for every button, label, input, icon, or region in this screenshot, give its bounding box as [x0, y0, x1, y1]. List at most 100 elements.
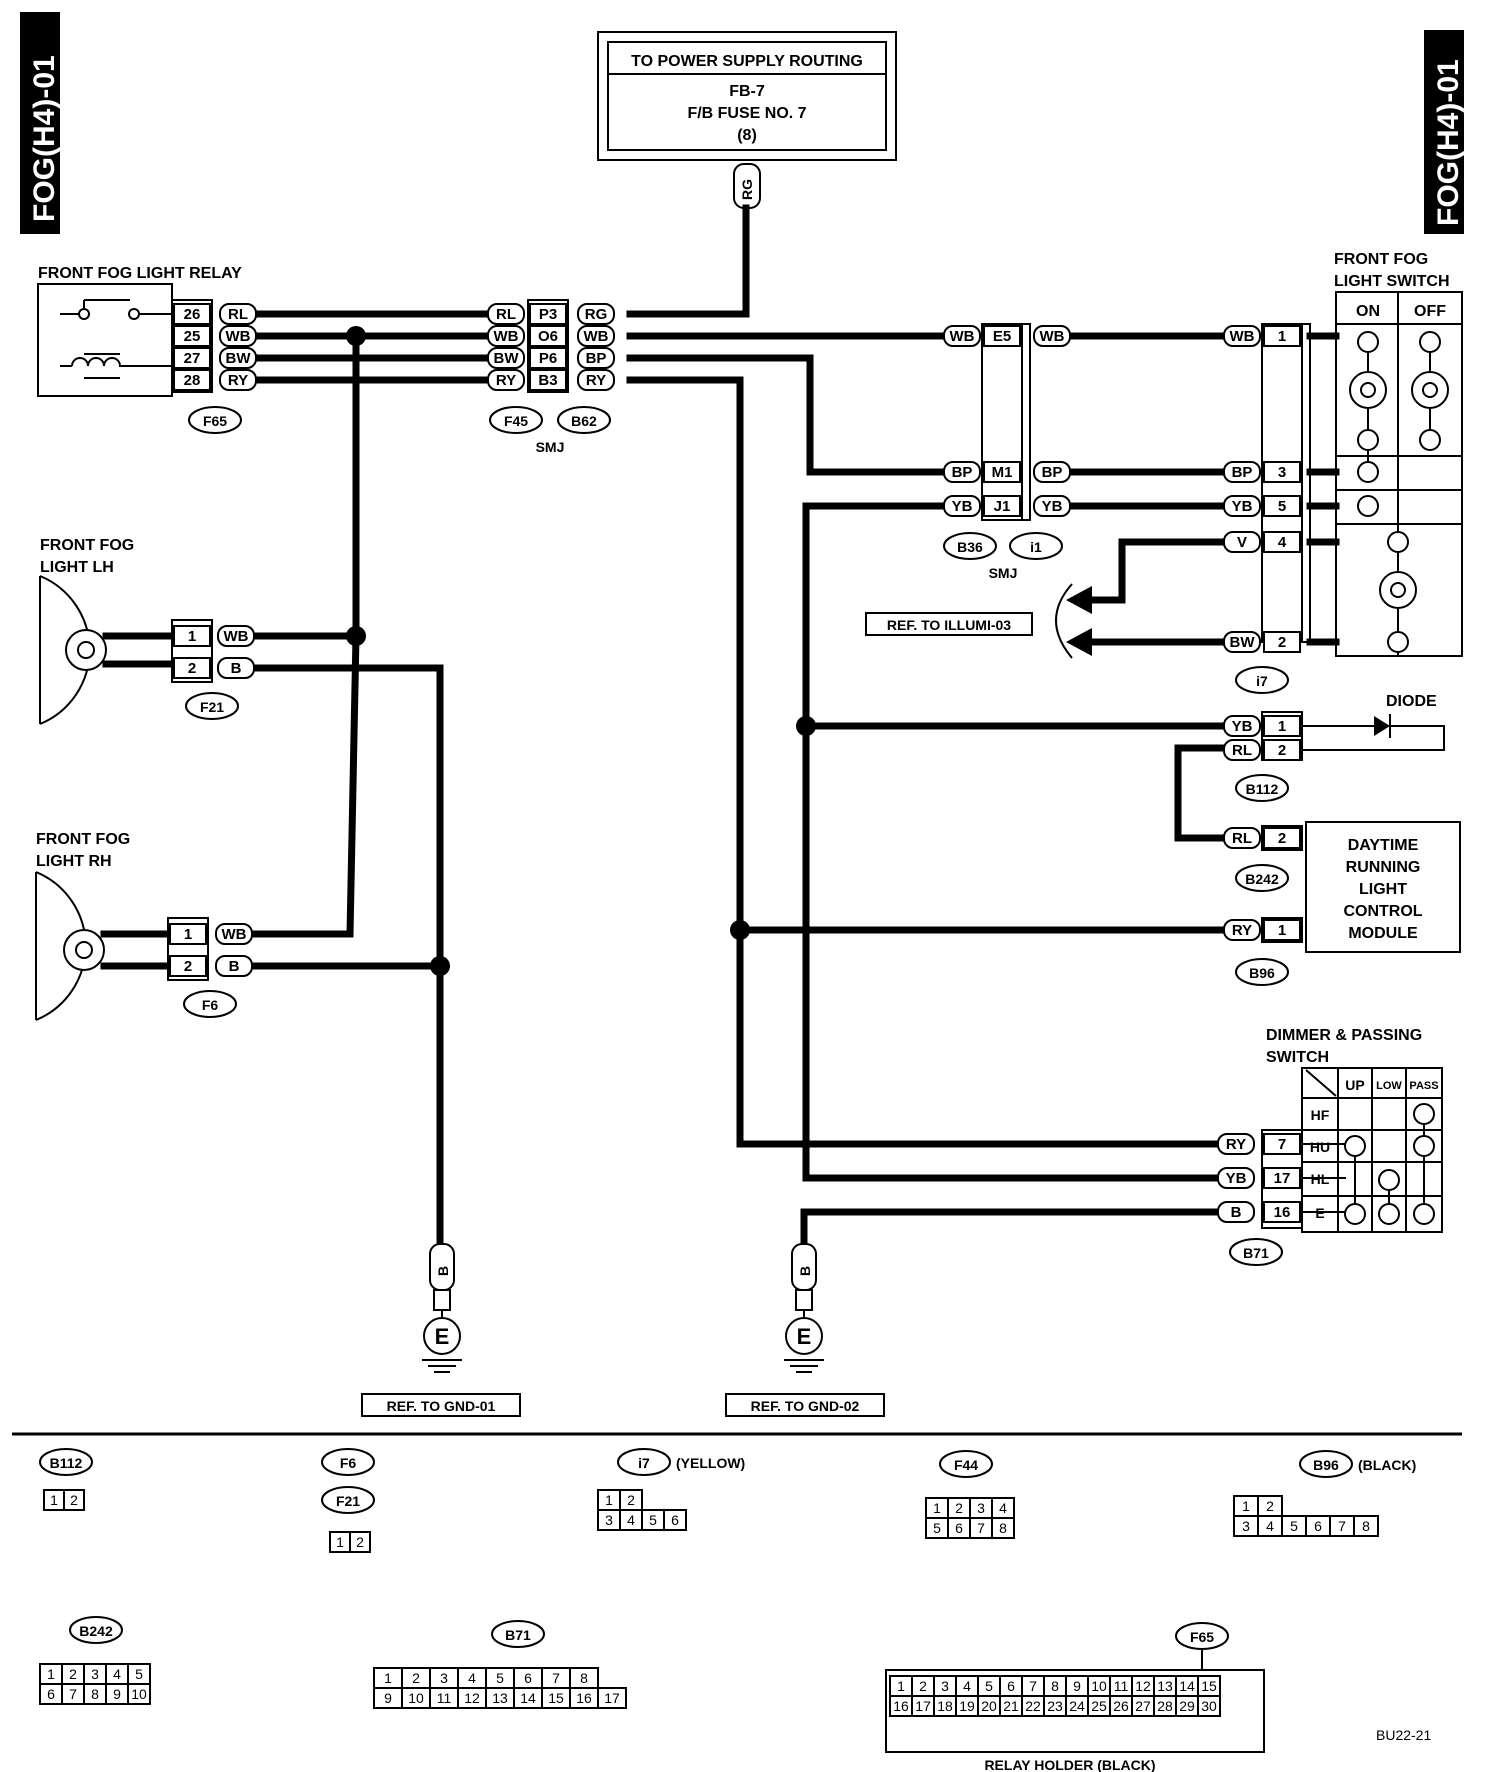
smj2-right-wire-E5: WB — [1040, 328, 1065, 345]
b71-wire-16: B — [1231, 1204, 1242, 1221]
relay-wire-25-box — [219, 325, 257, 347]
svg-text:(8): (8) — [737, 127, 757, 144]
b71-pin-17: 17 — [1274, 1170, 1291, 1187]
relay-holder-cell-23: 23 — [1047, 1698, 1063, 1714]
f44-cell-6: 6 — [955, 1520, 963, 1536]
svg-text:HF: HF — [1311, 1107, 1330, 1123]
smj1-pin-P3: P3 — [539, 306, 557, 323]
svg-text:F/B FUSE NO. 7: F/B FUSE NO. 7 — [687, 105, 806, 122]
b112-pin-2: 2 — [1278, 742, 1286, 759]
b112-pin-1: 1 — [1278, 718, 1286, 735]
b71-cell-16: 16 — [576, 1690, 592, 1706]
smj1-left-wire-2: BW — [494, 350, 520, 367]
switch-wire-2-box — [1223, 631, 1261, 653]
b112-cell-2: 2 — [70, 1492, 78, 1508]
rh-pin-1: 1 — [184, 926, 192, 943]
wires — [250, 204, 1226, 1248]
smj1-right-wire-2-box — [577, 347, 615, 369]
switch-wire-5: YB — [1232, 498, 1253, 515]
switch-pin-2-box — [1263, 631, 1301, 653]
svg-text:DIMMER & PASSING: DIMMER & PASSING — [1266, 1027, 1422, 1044]
b242-cell-5: 5 — [135, 1666, 143, 1682]
smj1-pin-P6-box — [529, 347, 567, 369]
b71-cell-11: 11 — [437, 1690, 452, 1706]
smj1-pin-B3-box — [529, 369, 567, 391]
relay-wire-25: WB — [226, 328, 251, 345]
relay-holder-cell-15: 15 — [1201, 1678, 1217, 1694]
switch-wire-4: V — [1237, 534, 1247, 551]
svg-text:CONTROL: CONTROL — [1343, 903, 1422, 920]
b96-wire: RY — [1232, 922, 1252, 939]
relay-holder-cell-9: 9 — [1073, 1678, 1081, 1694]
relay-pin-27-box — [173, 347, 211, 369]
svg-text:i7: i7 — [638, 1455, 650, 1471]
relay-holder-cell-25: 25 — [1091, 1698, 1107, 1714]
lh-pin-1: 1 — [188, 628, 196, 645]
relay-wire-28: RY — [228, 372, 248, 389]
svg-text:FRONT FOG: FRONT FOG — [36, 831, 130, 848]
b242-cell-7: 7 — [69, 1686, 77, 1702]
b71-cell-14: 14 — [520, 1690, 536, 1706]
switch-pin-3: 3 — [1278, 464, 1286, 481]
svg-text:F45: F45 — [504, 413, 528, 429]
relay-holder-cell-1: 1 — [897, 1678, 905, 1694]
smj2-left-wire-E5-box — [943, 325, 981, 347]
svg-text:REF. TO ILLUMI-03: REF. TO ILLUMI-03 — [887, 617, 1011, 633]
smj2-pin-E5-box — [983, 325, 1021, 347]
b112-wire-2: RL — [1232, 742, 1252, 759]
b71-cell-8: 8 — [580, 1670, 588, 1686]
svg-text:DIODE: DIODE — [1386, 693, 1437, 710]
relay-holder-cell-17: 17 — [915, 1698, 931, 1714]
b71-wire-16-box — [1217, 1201, 1255, 1223]
b71-cell-3: 3 — [440, 1670, 448, 1686]
smj1-pin-P3-box — [529, 303, 567, 325]
b71-wire-7: RY — [1226, 1136, 1246, 1153]
smj1-left-wire-2-box — [487, 347, 525, 369]
svg-text:B71: B71 — [1243, 1245, 1269, 1261]
relay-holder-cell-19: 19 — [959, 1698, 975, 1714]
svg-text:SWITCH: SWITCH — [1266, 1049, 1329, 1066]
b71-cell-13: 13 — [492, 1690, 508, 1706]
i7-cell-3: 3 — [605, 1512, 613, 1528]
smj1-pin-O6-box — [529, 325, 567, 347]
rh-wire-1: WB — [222, 926, 247, 943]
relay-holder-cell-21: 21 — [1003, 1698, 1019, 1714]
smj1-pin-O6: O6 — [538, 328, 558, 345]
b71-wire-17: YB — [1226, 1170, 1247, 1187]
relay-holder-cell-28: 28 — [1157, 1698, 1173, 1714]
b71-pin-16: 16 — [1274, 1204, 1291, 1221]
svg-text:i7: i7 — [1256, 673, 1268, 689]
relay-pin-28-box — [173, 369, 211, 391]
relay-wire-27: BW — [226, 350, 252, 367]
b112-wire-2-box — [1223, 739, 1261, 761]
f44-cell — [991, 1517, 1015, 1539]
f44-cell-2: 2 — [955, 1500, 963, 1516]
b242-wire-box — [1223, 827, 1261, 849]
svg-text:FRONT FOG: FRONT FOG — [40, 537, 134, 554]
b96-cell-5: 5 — [1290, 1518, 1298, 1534]
smj1-pin-B3: B3 — [538, 372, 557, 389]
svg-text:B: B — [435, 1266, 451, 1276]
b71-cell-6: 6 — [524, 1670, 532, 1686]
svg-text:PASS: PASS — [1409, 1080, 1438, 1092]
b96-cell — [1353, 1515, 1379, 1537]
svg-text:LIGHT LH: LIGHT LH — [40, 559, 114, 576]
svg-text:F65: F65 — [1190, 1629, 1214, 1645]
f44-cell-8: 8 — [999, 1520, 1007, 1536]
svg-text:SMJ: SMJ — [536, 439, 565, 455]
relay-pin-26-box — [173, 303, 211, 325]
b112-cell — [63, 1489, 85, 1511]
smj1-right-wire-1: WB — [584, 328, 609, 345]
svg-text:B71: B71 — [505, 1627, 531, 1643]
svg-text:B242: B242 — [1245, 871, 1279, 887]
relay-holder-cell-7: 7 — [1029, 1678, 1037, 1694]
dimmer-passing-switch: DIMMER & PASSING SWITCH UP LOW PASS HF H… — [1217, 1027, 1443, 1266]
page-title-right: FOG(H4)-01 — [1424, 30, 1465, 234]
switch-pin-1-box — [1263, 325, 1301, 347]
smj2-right-wire-J1-box — [1033, 495, 1071, 517]
